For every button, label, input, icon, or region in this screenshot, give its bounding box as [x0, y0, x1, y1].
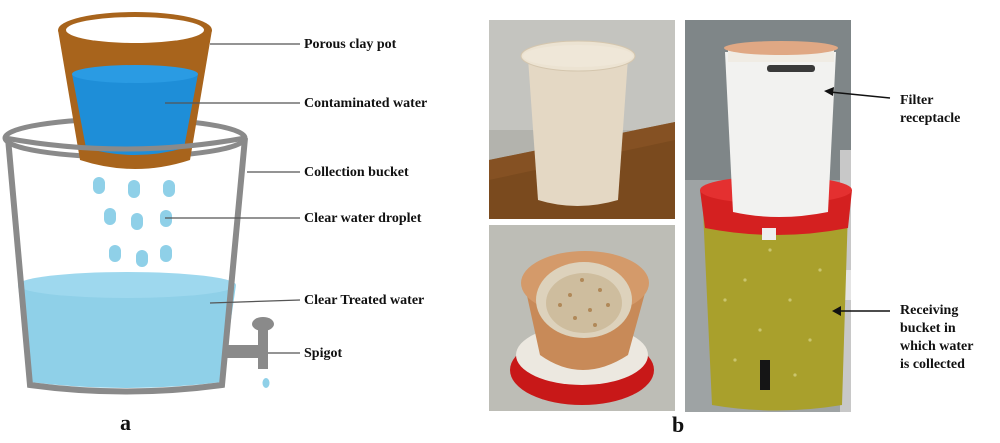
label-line: Filter	[900, 93, 934, 108]
photo-clay-pot	[489, 20, 675, 219]
photo-pot-top-view	[489, 225, 675, 411]
droplet	[163, 180, 175, 197]
spigot	[226, 317, 274, 388]
label-clear-treated-water: Clear Treated water	[304, 293, 425, 308]
bucket-rim-front	[4, 135, 246, 152]
label-contaminated-water: Contaminated water	[304, 96, 428, 111]
pointer-lines-a	[165, 43, 301, 354]
label-filter-receptacle: Filter receptacle	[900, 92, 960, 128]
label-line: receptacle	[900, 111, 961, 126]
label-clear-water-droplet: Clear water droplet	[304, 211, 422, 226]
droplet	[104, 208, 116, 225]
label-receiving-bucket: Receiving bucket in which water is colle…	[900, 302, 974, 374]
photo-assembled-filter	[685, 20, 852, 412]
pointer-arrows-b	[824, 87, 891, 316]
label-line: which water	[900, 339, 974, 354]
panel-letter-a: a	[120, 410, 131, 435]
porous-clay-pot	[58, 12, 212, 169]
collection-bucket	[5, 137, 248, 395]
panel-letter-b: b	[672, 412, 685, 437]
label-collection-bucket: Collection bucket	[304, 165, 409, 180]
clear-treated-water	[18, 285, 236, 388]
label-line: is collected	[900, 357, 965, 372]
label-porous-clay-pot: Porous clay pot	[304, 37, 397, 52]
droplet	[136, 250, 148, 267]
droplet	[131, 213, 143, 230]
droplet	[93, 177, 105, 194]
label-spigot: Spigot	[304, 346, 343, 361]
contaminated-water	[72, 74, 198, 155]
label-line: Receiving	[900, 303, 959, 318]
droplet	[109, 245, 121, 262]
label-line: bucket in	[900, 321, 956, 336]
droplet	[128, 180, 140, 198]
droplet	[160, 245, 172, 262]
treated-water-surface	[18, 272, 236, 298]
clear-water-droplets	[93, 177, 175, 267]
